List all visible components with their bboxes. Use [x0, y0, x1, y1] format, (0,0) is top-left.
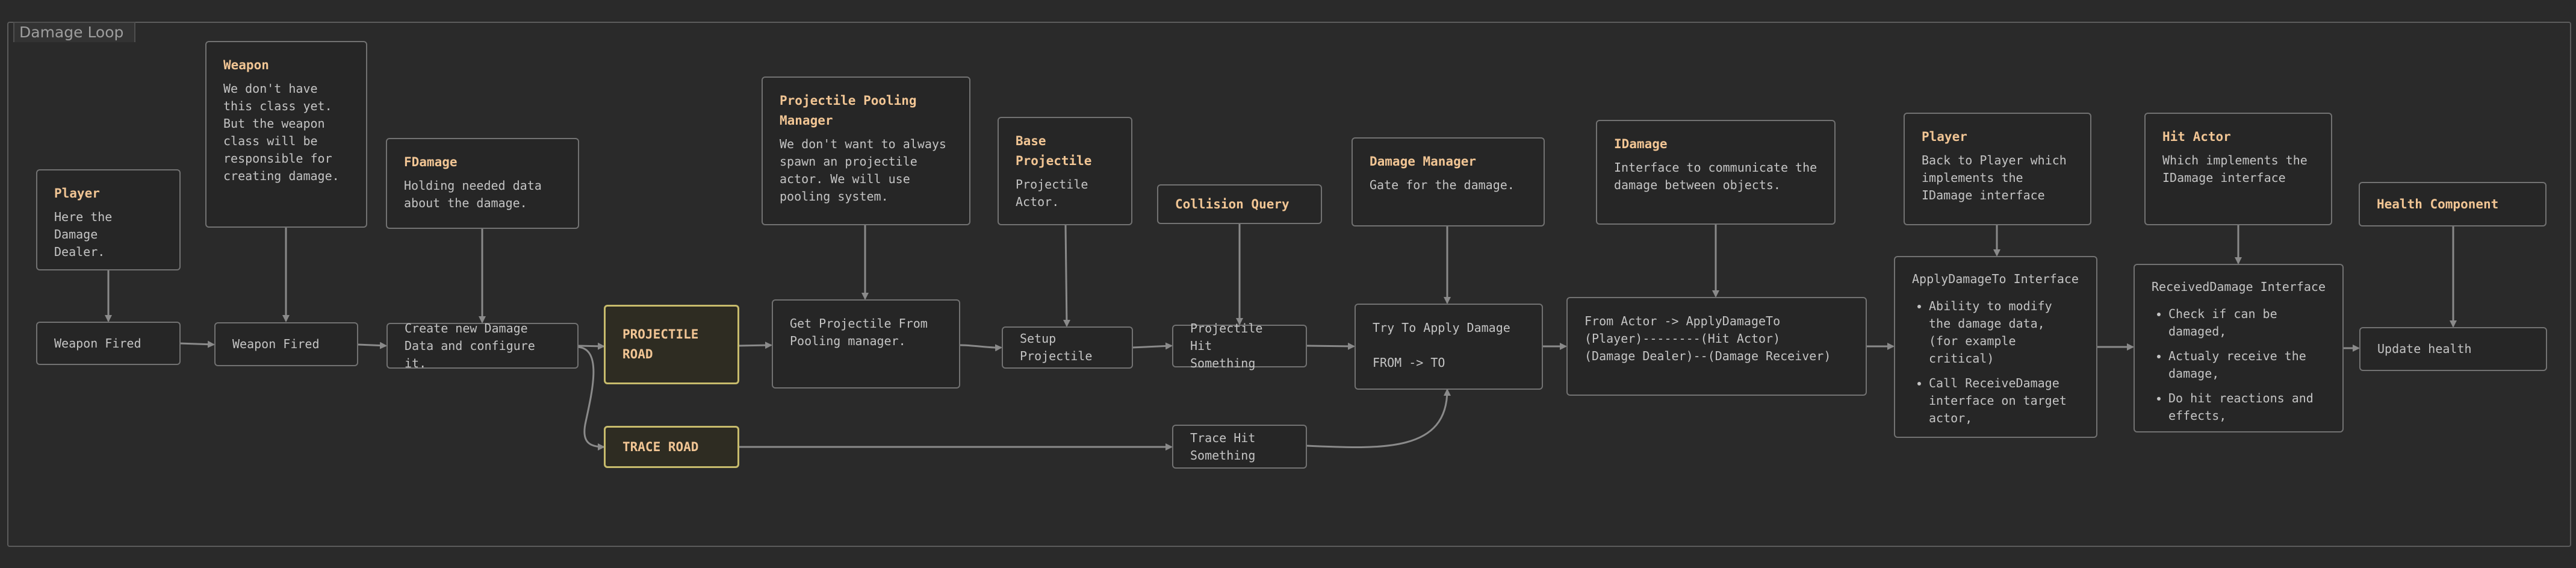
note-fdamage-title: FDamage: [404, 155, 458, 169]
note-damage-manager-body: Gate for the damage.: [1370, 178, 1515, 192]
note-player-receiver[interactable]: Player Back to Player which implements t…: [1904, 113, 2091, 225]
note-fdamage[interactable]: FDamage Holding needed data about the da…: [386, 138, 579, 229]
note-idamage-body: Interface to communicate the damage betw…: [1614, 160, 1817, 192]
received-damage-list: Check if can be damaged, Actualy receive…: [2152, 305, 2326, 425]
note-player[interactable]: Player Here the Damage Dealer.: [36, 169, 181, 270]
note-health-component[interactable]: Health Component: [2359, 182, 2547, 226]
wire-weapon-fired-2-to-create: [357, 342, 387, 349]
note-weapon-body: We don't have this class yet. But the we…: [223, 81, 340, 183]
note-health-component-title: Health Component: [2377, 196, 2499, 211]
note-idamage[interactable]: IDamage Interface to communicate the dam…: [1596, 120, 1836, 225]
note-fdamage-body: Holding needed data about the damage.: [404, 178, 542, 210]
note-base-projectile-body: Projectile Actor.: [1016, 177, 1088, 209]
note-player-receiver-title: Player: [1922, 130, 1967, 144]
step-weapon-fired-2-label: Weapon Fired: [232, 337, 320, 351]
received-damage-interface[interactable]: ReceivedDamage Interface Check if can be…: [2134, 264, 2344, 432]
step-from-actor-label: From Actor -> ApplyDamageTo (Player)----…: [1584, 314, 1831, 363]
note-hit-actor[interactable]: Hit Actor Which implements the IDamage i…: [2144, 113, 2332, 225]
projectile-road-label: PROJECTILE ROAD: [622, 327, 699, 361]
note-player-title: Player: [54, 186, 100, 201]
note-collision-query[interactable]: Collision Query: [1157, 184, 1322, 224]
step-get-projectile[interactable]: Get Projectile From Pooling manager.: [772, 299, 960, 389]
note-hit-actor-body: Which implements the IDamage interface: [2162, 153, 2308, 185]
wire-create-to-trace-road: [577, 346, 605, 451]
wire-base-projectile-to-setup: [1063, 225, 1070, 327]
apply-damage-title: ApplyDamageTo Interface: [1912, 272, 2079, 286]
note-base-projectile[interactable]: Base Projectile Projectile Actor.: [998, 117, 1132, 225]
step-projectile-hit[interactable]: Projectile Hit Something: [1172, 321, 1307, 370]
wire-trace-hit-to-try: [1306, 389, 1451, 449]
step-try-apply-damage[interactable]: Try To Apply Damage FROM -> TO: [1355, 304, 1543, 390]
step-weapon-fired-2[interactable]: Weapon Fired: [214, 322, 358, 366]
received-damage-item: Check if can be damaged,: [2168, 305, 2326, 340]
note-pooling-manager[interactable]: Projectile Pooling Manager We don't want…: [762, 76, 970, 225]
wire-get-to-setup: [959, 344, 1002, 352]
step-weapon-fired-1-label: Weapon Fired: [54, 335, 141, 351]
step-setup-projectile[interactable]: Setup Projectile: [1002, 326, 1133, 369]
received-damage-item: Actualy receive the damage,: [2168, 348, 2326, 382]
note-hit-actor-title: Hit Actor: [2162, 130, 2231, 144]
note-player-receiver-body: Back to Player which implements the IDam…: [1922, 153, 2067, 202]
apply-damage-interface[interactable]: ApplyDamageTo Interface Ability to modif…: [1894, 256, 2097, 438]
step-get-projectile-label: Get Projectile From Pooling manager.: [790, 316, 928, 348]
step-create-damage[interactable]: Create new Damage Data and configure it.: [386, 320, 579, 370]
apply-damage-item: Call ReceiveDamage interface on target a…: [1929, 375, 2079, 427]
wire-projectile-road-to-get: [738, 342, 772, 349]
step-trace-hit[interactable]: Trace Hit Something: [1172, 425, 1307, 469]
damage-loop-group: Damage Loop: [7, 22, 2571, 547]
received-damage-item: Do hit reactions and effects,: [2168, 390, 2326, 425]
apply-damage-item: Ability to modify the damage data, (for …: [1929, 298, 2079, 367]
note-pooling-title: Projectile Pooling Manager: [780, 93, 917, 128]
group-title[interactable]: Damage Loop: [13, 22, 136, 42]
apply-damage-list: Ability to modify the damage data, (for …: [1912, 298, 2079, 427]
step-from-actor-apply[interactable]: From Actor -> ApplyDamageTo (Player)----…: [1566, 297, 1867, 396]
trace-road[interactable]: TRACE ROAD: [604, 426, 739, 468]
note-idamage-title: IDamage: [1614, 137, 1668, 151]
note-weapon[interactable]: Weapon We don't have this class yet. But…: [205, 41, 367, 228]
note-player-body: Here the Damage Dealer.: [54, 210, 113, 259]
note-damage-manager-title: Damage Manager: [1370, 154, 1477, 169]
wire-setup-to-projectile-hit: [1131, 342, 1173, 350]
step-weapon-fired-1[interactable]: Weapon Fired: [36, 322, 181, 365]
step-projectile-hit-label: Projectile Hit Something: [1190, 321, 1263, 370]
wire-weapon-fired-1-to-2: [179, 340, 215, 348]
note-collision-query-title: Collision Query: [1175, 196, 1290, 211]
step-create-damage-label: Create new Damage Data and configure it.: [405, 320, 535, 370]
step-try-apply-label: Try To Apply Damage FROM -> TO: [1373, 320, 1510, 370]
step-update-health-label: Update health: [2377, 342, 2472, 356]
trace-road-label: TRACE ROAD: [622, 439, 699, 454]
projectile-road[interactable]: PROJECTILE ROAD: [604, 305, 739, 384]
note-weapon-title: Weapon: [223, 58, 269, 72]
received-damage-title: ReceivedDamage Interface: [2152, 279, 2326, 294]
step-update-health[interactable]: Update health: [2359, 327, 2547, 371]
note-damage-manager[interactable]: Damage Manager Gate for the damage.: [1352, 137, 1545, 226]
note-pooling-body: We don't want to always spawn an project…: [780, 137, 946, 204]
step-trace-hit-label: Trace Hit Something: [1190, 430, 1256, 463]
note-base-projectile-title: Base Projectile: [1016, 134, 1092, 168]
step-setup-projectile-label: Setup Projectile: [1020, 331, 1093, 363]
